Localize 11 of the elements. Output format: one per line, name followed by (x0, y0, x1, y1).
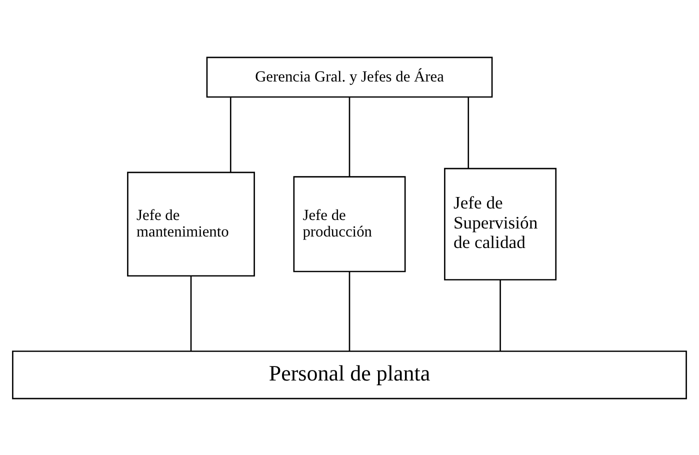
connector (190, 276, 192, 351)
node-box: Gerencia Gral. y Jefes de Área (206, 56, 493, 98)
node-box: Jefe de mantenimiento (127, 171, 255, 276)
connector (348, 96, 350, 176)
node-box: Jefe de producción (293, 176, 406, 272)
connector (500, 279, 501, 350)
connector (468, 96, 470, 168)
connector (348, 271, 350, 351)
node-box: Personal de planta (12, 350, 687, 399)
node-box: Jefe de Supervisión de calidad (444, 167, 557, 280)
connector (230, 96, 232, 172)
